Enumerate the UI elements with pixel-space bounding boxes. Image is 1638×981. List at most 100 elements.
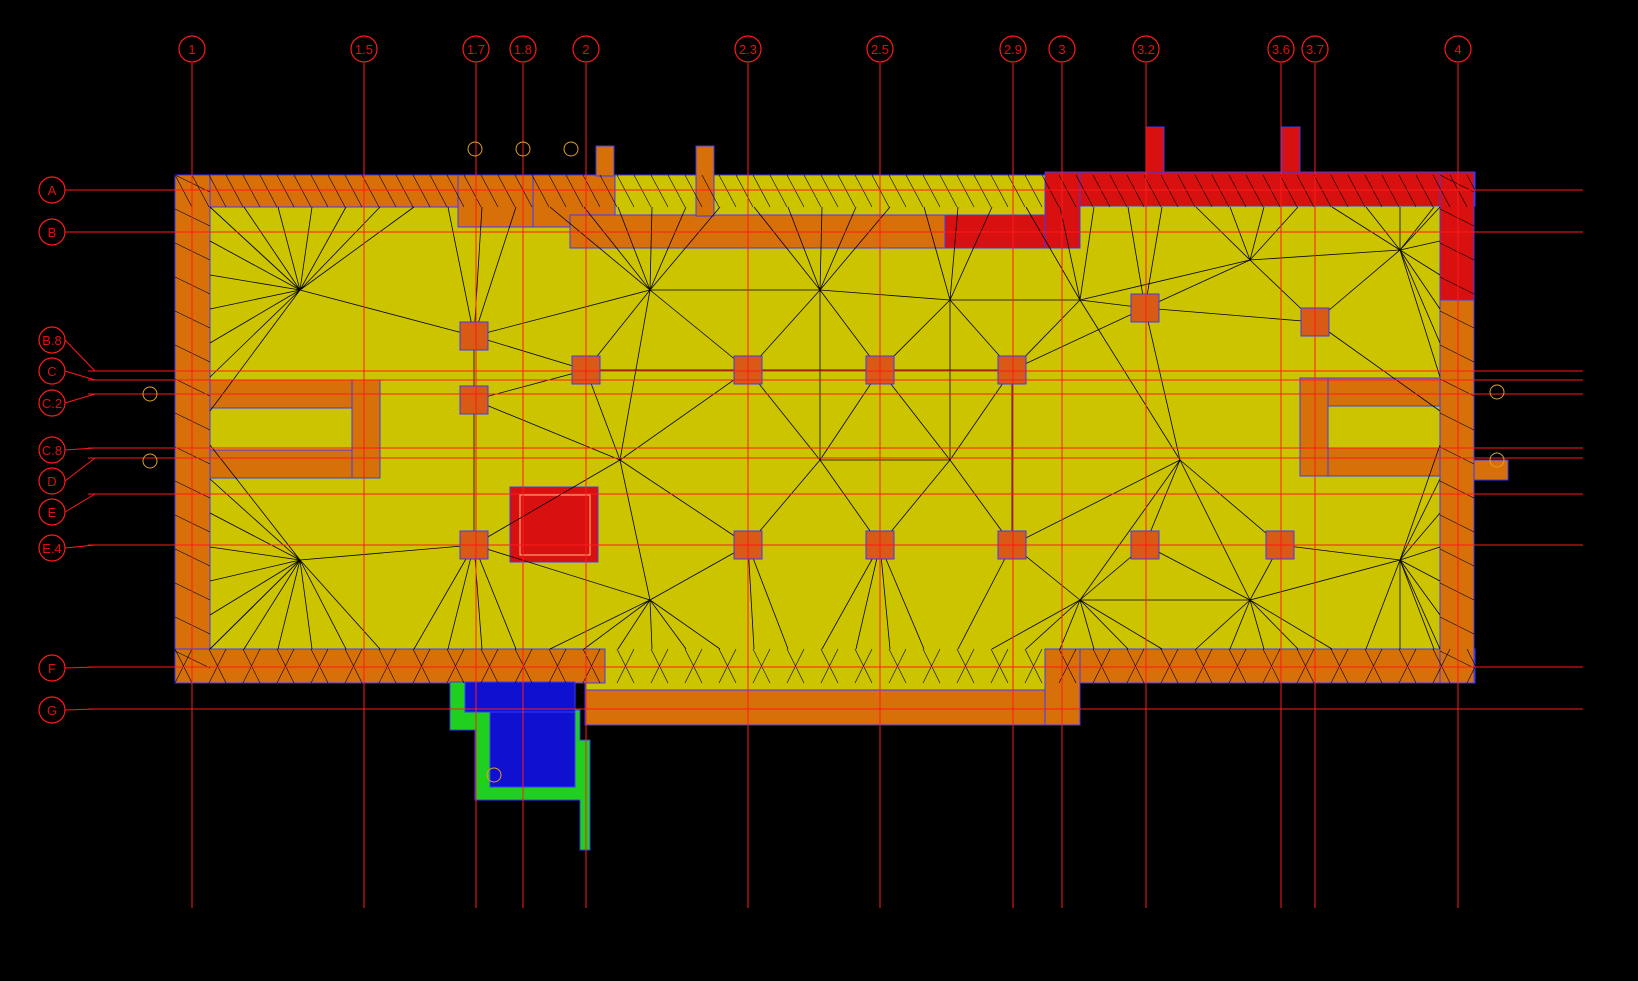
mesh-line [747,544,755,650]
mesh-line [327,174,346,208]
mesh-line [957,544,1013,650]
wall-red-top [1044,171,1476,207]
mesh-line [854,648,873,684]
grid-bubble-col [350,35,378,63]
mesh-line [242,174,261,208]
mesh-line [209,559,301,616]
mesh-line [549,599,651,650]
mesh-line [1245,174,1264,208]
mesh-line [1194,174,1213,208]
mesh-line [1439,276,1475,295]
mesh-line [619,369,749,461]
mesh-line [310,174,329,208]
mesh-line [497,174,516,208]
grid-label-row: C.2 [42,396,62,411]
grid-leader-row [64,393,96,404]
mesh-line [1092,174,1111,208]
mesh-line [888,648,907,684]
mesh-line [649,599,653,650]
mesh-line [1439,446,1475,465]
mesh-line [1011,307,1146,371]
mesh-line [787,206,821,291]
mesh-line [1399,444,1441,561]
small-circle-marker [563,141,579,157]
grid-label-col: 1.8 [514,42,532,57]
mesh-line [888,174,907,208]
mesh-line [473,206,517,337]
mesh-line [429,174,448,208]
mesh-line [209,289,301,344]
mesh-line [583,599,651,650]
mesh-line [1399,559,1435,650]
mesh-line [1313,174,1332,208]
wall-inner-left-side [351,379,381,479]
mesh-line [473,289,651,337]
mesh-line [819,369,881,461]
mesh-line [599,174,618,208]
grid-leader-row [64,339,96,372]
mesh-line [939,174,958,208]
mesh-line [1279,544,1401,561]
mesh-line [684,648,703,684]
mesh-line [395,174,414,208]
mesh-line [879,544,925,650]
mesh-line [649,206,653,291]
mesh-line [1179,459,1281,546]
mesh-line [276,648,295,684]
grid-label-row: C.8 [42,443,62,458]
wall-red-right [1439,171,1475,301]
mesh-line [1007,174,1026,208]
mesh-line [174,648,193,684]
mesh-line [565,174,584,208]
wall-inner-right-side [1299,377,1329,477]
mesh-line [949,206,993,301]
mesh-line [649,599,721,650]
mesh-line [1126,174,1145,208]
mesh-line [752,174,771,208]
mesh-line [820,174,839,208]
mesh-line [718,174,737,208]
mesh-line [225,174,244,208]
grid-label-col: 3 [1058,42,1065,57]
mesh-line [1399,546,1441,561]
mesh-line [786,174,805,208]
mesh-line [718,648,737,684]
mesh-line [1143,174,1162,208]
mesh-line [1079,259,1251,301]
mesh-line [1177,174,1196,208]
mesh-line [413,544,475,650]
mesh-line [1439,174,1475,193]
mesh-line [463,174,482,208]
mesh-line [922,174,941,208]
mesh-line [299,206,381,291]
mesh-line [786,648,805,684]
mesh-line [1381,174,1400,208]
grid-label-row: F [48,661,56,676]
mesh-line [819,206,823,291]
wall-top-step [457,174,539,228]
grid-leader-row [64,457,96,482]
mesh-line [619,289,651,461]
mesh-line [1296,648,1315,684]
mesh-line [923,206,951,301]
grid-label-col: 2.9 [1004,42,1022,57]
mesh-line [1025,206,1081,301]
grid-label-col: 1 [188,42,195,57]
mesh-line [208,648,227,684]
mesh-line [922,648,941,684]
mesh-line [649,289,749,371]
mesh-line [1079,599,1163,650]
mesh-line [990,174,1009,208]
wall-red-pier-2 [1281,126,1301,174]
mesh-line [821,544,881,650]
mesh-line [855,544,881,650]
mesh-line [299,559,313,650]
grid-bubble-col [1301,35,1329,63]
mesh-line [209,289,301,412]
mesh-line [1439,582,1475,601]
column-6 [997,355,1027,385]
mesh-line [299,544,475,561]
mesh-line [208,174,227,208]
mesh-line [191,174,210,208]
